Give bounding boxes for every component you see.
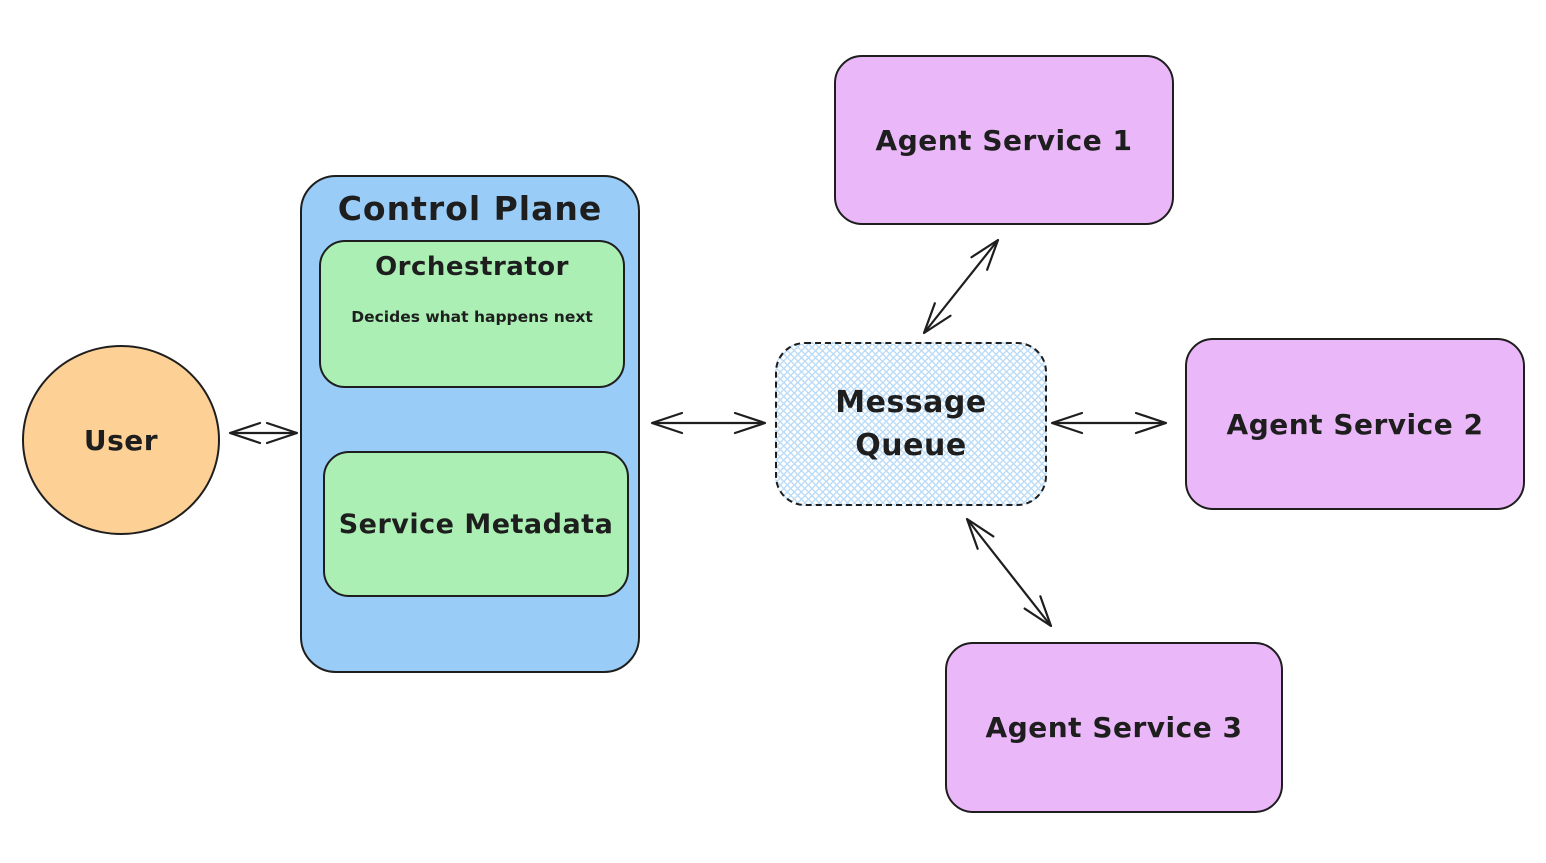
node-service-metadata: Service Metadata <box>323 451 629 597</box>
agent-service-3-label: Agent Service 3 <box>985 711 1243 744</box>
message-queue-label: Message Queue <box>835 384 987 464</box>
user-label: User <box>83 423 159 457</box>
node-agent-service-1: Agent Service 1 <box>834 55 1174 225</box>
arrow-message-queue-agent-service-3 <box>965 517 1053 628</box>
node-orchestrator: Orchestrator Decides what happens next <box>319 240 625 388</box>
orchestrator-label: Orchestrator <box>375 252 569 282</box>
node-agent-service-3: Agent Service 3 <box>945 642 1283 813</box>
node-user: User <box>22 345 220 535</box>
node-message-queue: Message Queue <box>775 342 1047 506</box>
control-plane-label: Control Plane <box>337 189 603 228</box>
agent-service-1-label: Agent Service 1 <box>875 123 1133 157</box>
node-agent-service-2: Agent Service 2 <box>1185 338 1525 510</box>
orchestrator-sublabel: Decides what happens next <box>351 308 593 326</box>
service-metadata-label: Service Metadata <box>338 508 614 540</box>
agent-service-2-label: Agent Service 2 <box>1226 407 1484 441</box>
arrow-message-queue-agent-service-1 <box>922 238 1000 335</box>
node-control-plane: Control Plane Orchestrator Decides what … <box>300 175 640 673</box>
